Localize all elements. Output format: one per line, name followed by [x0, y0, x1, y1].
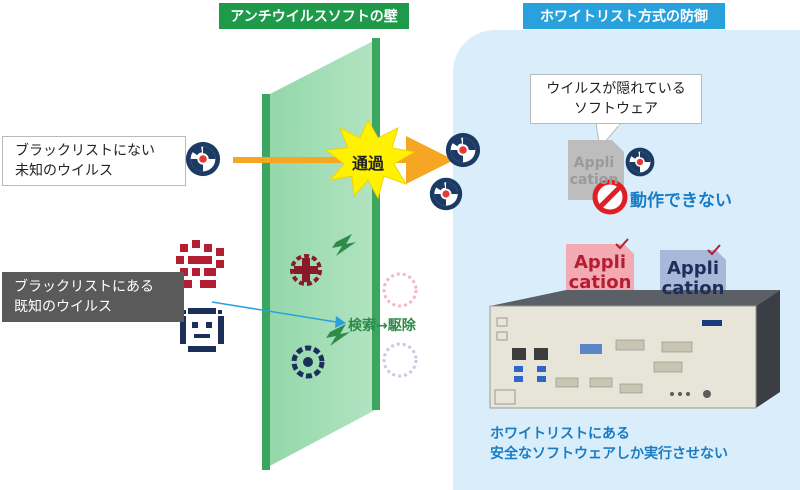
whitelist-defense-header: ホワイトリスト方式の防御: [523, 3, 725, 29]
antivirus-wall: [262, 38, 380, 470]
industrial-pc-image: [489, 290, 780, 409]
spark-icon-2: [326, 324, 350, 346]
hidden-virus-line-1: ウイルスが隠れている: [546, 81, 686, 97]
red-app-card: [566, 244, 634, 298]
known-virus-line-1: ブラックリストにある: [14, 279, 154, 295]
hidden-virus-icon: [625, 147, 655, 177]
known-virus-red-icon: [176, 240, 224, 288]
cannot-run-label: 動作できない: [630, 191, 732, 211]
blue-app-line-2: cation: [661, 278, 725, 299]
pass-through-label: 通過: [352, 154, 385, 173]
diagram-canvas: [176, 38, 780, 470]
red-app-line-2: cation: [568, 272, 632, 293]
prohibited-icon: [592, 179, 628, 215]
captured-virus-red-icon: [290, 254, 322, 286]
blue-app-label: Appli cation: [660, 256, 726, 302]
unknown-virus-line-2: 未知のウイルス: [15, 163, 113, 179]
search-arrow-head: [335, 316, 346, 328]
faded-virus-pink-icon: [382, 272, 418, 308]
red-app-line-1: Appli: [573, 252, 627, 273]
red-app-label: Appli cation: [566, 250, 634, 296]
known-virus-line-2: 既知のウイルス: [14, 299, 112, 315]
grey-app-label: Appli cation: [568, 150, 620, 194]
unknown-virus-line-1: ブラックリストにない: [15, 143, 155, 159]
passed-virus-icon-1: [445, 132, 481, 168]
whitelist-note: ホワイトリストにある 安全なソフトウェアしか実行させない: [490, 424, 728, 464]
passed-virus-icon-2: [429, 177, 463, 211]
search-remove-label: 検索→駆除: [348, 318, 416, 334]
grey-app-line-1: Appli: [573, 155, 615, 171]
hidden-virus-callout: ウイルスが隠れている ソフトウェア: [530, 74, 702, 124]
unknown-virus-callout: ブラックリストにない 未知のウイルス: [2, 136, 186, 186]
blue-app-line-1: Appli: [666, 258, 720, 279]
known-virus-callout: ブラックリストにある 既知のウイルス: [2, 272, 184, 322]
hidden-virus-line-2: ソフトウェア: [574, 101, 658, 117]
faded-virus-grey-icon: [382, 342, 418, 378]
whitelist-note-line-1: ホワイトリストにある: [490, 426, 630, 442]
burst-shape: [324, 118, 416, 200]
known-virus-navy-icon: [180, 308, 224, 352]
check-icon-red: [615, 238, 629, 250]
check-icon-blue: [707, 244, 721, 256]
grey-app-line-2: cation: [569, 172, 619, 188]
whitelist-note-line-2: 安全なソフトウェアしか実行させない: [490, 446, 728, 462]
spark-icon-1: [332, 234, 356, 256]
search-arrow: [211, 301, 337, 323]
captured-virus-navy-icon: [291, 345, 325, 379]
unknown-virus-icon: [185, 141, 221, 177]
antivirus-wall-header: アンチウイルスソフトの壁: [219, 3, 409, 29]
